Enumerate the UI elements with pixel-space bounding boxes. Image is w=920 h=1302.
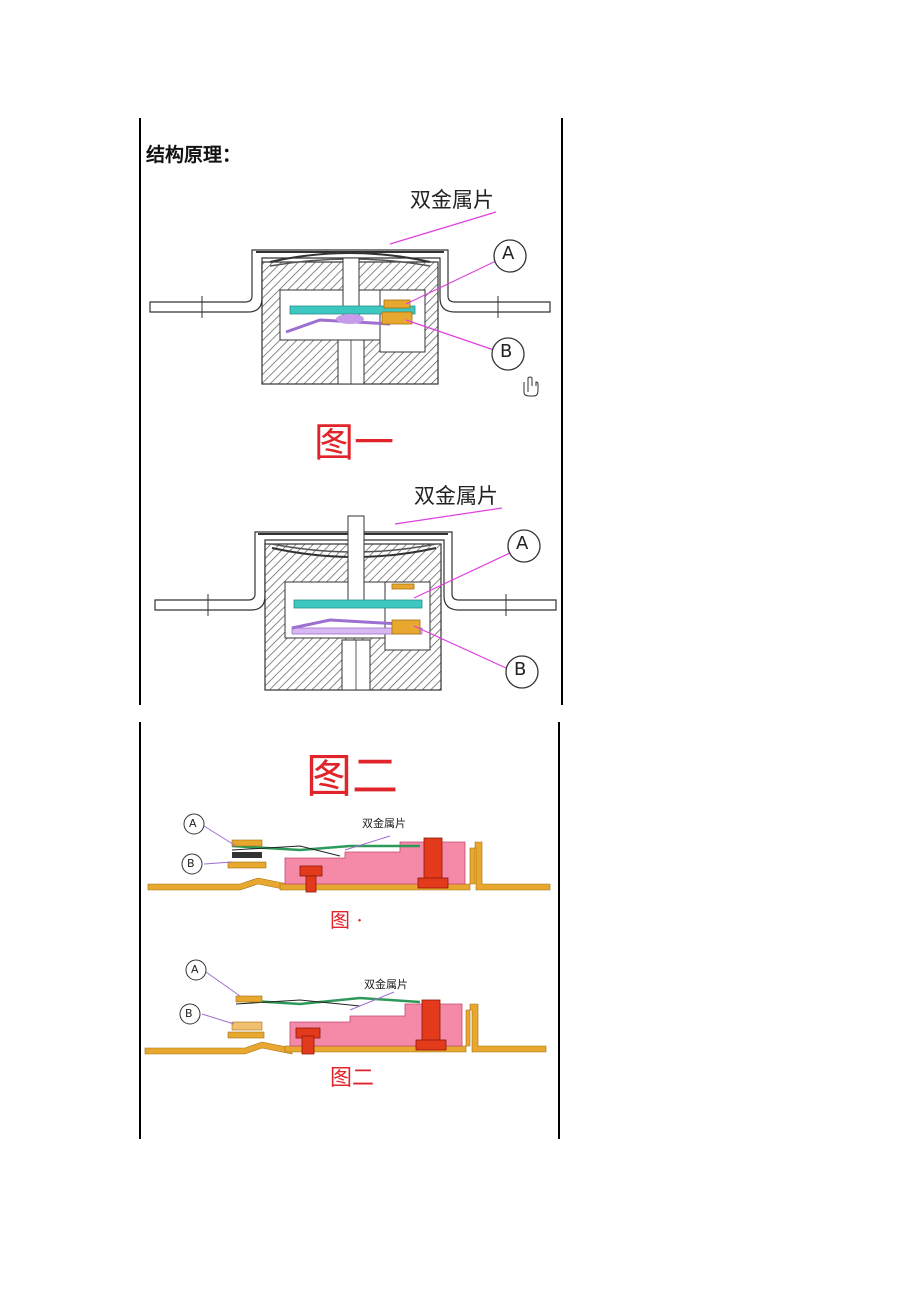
frame-line-right-top <box>561 118 563 705</box>
section-heading: 结构原理： <box>146 144 242 166</box>
frame-line-left-top <box>139 118 141 705</box>
thermostat-diagram-4 <box>144 959 547 1055</box>
thermostat-diagram-1 <box>149 211 551 397</box>
diagram2-callout-a: A <box>516 533 529 554</box>
diagram3-callout-a: A <box>189 817 197 830</box>
frame-line-left-bottom <box>139 722 141 1139</box>
diagram4-callout-b: B <box>185 1007 193 1020</box>
diagram1-caption: 图一 <box>314 420 394 466</box>
diagram1-top-label: 双金属片 <box>410 188 494 212</box>
diagram2-callout-b: B <box>514 659 527 680</box>
diagram4-caption: 图二 <box>330 1066 375 1091</box>
diagram1-callout-b: B <box>500 341 513 362</box>
diagram3-top-label: 双金属片 <box>362 817 406 830</box>
diagram4-top-label: 双金属片 <box>364 978 408 991</box>
frame-line-right-bottom <box>558 722 560 1139</box>
diagram4-callout-a: A <box>191 963 199 976</box>
diagram1-callout-a: A <box>502 243 515 264</box>
thermostat-diagram-2 <box>154 507 557 691</box>
section2-title: 图二 <box>306 749 398 803</box>
thermostat-diagram-3 <box>147 813 551 893</box>
diagram3-caption: 图 · <box>330 908 363 932</box>
diagram3-callout-b: B <box>187 857 195 870</box>
diagram2-top-label: 双金属片 <box>414 484 498 508</box>
